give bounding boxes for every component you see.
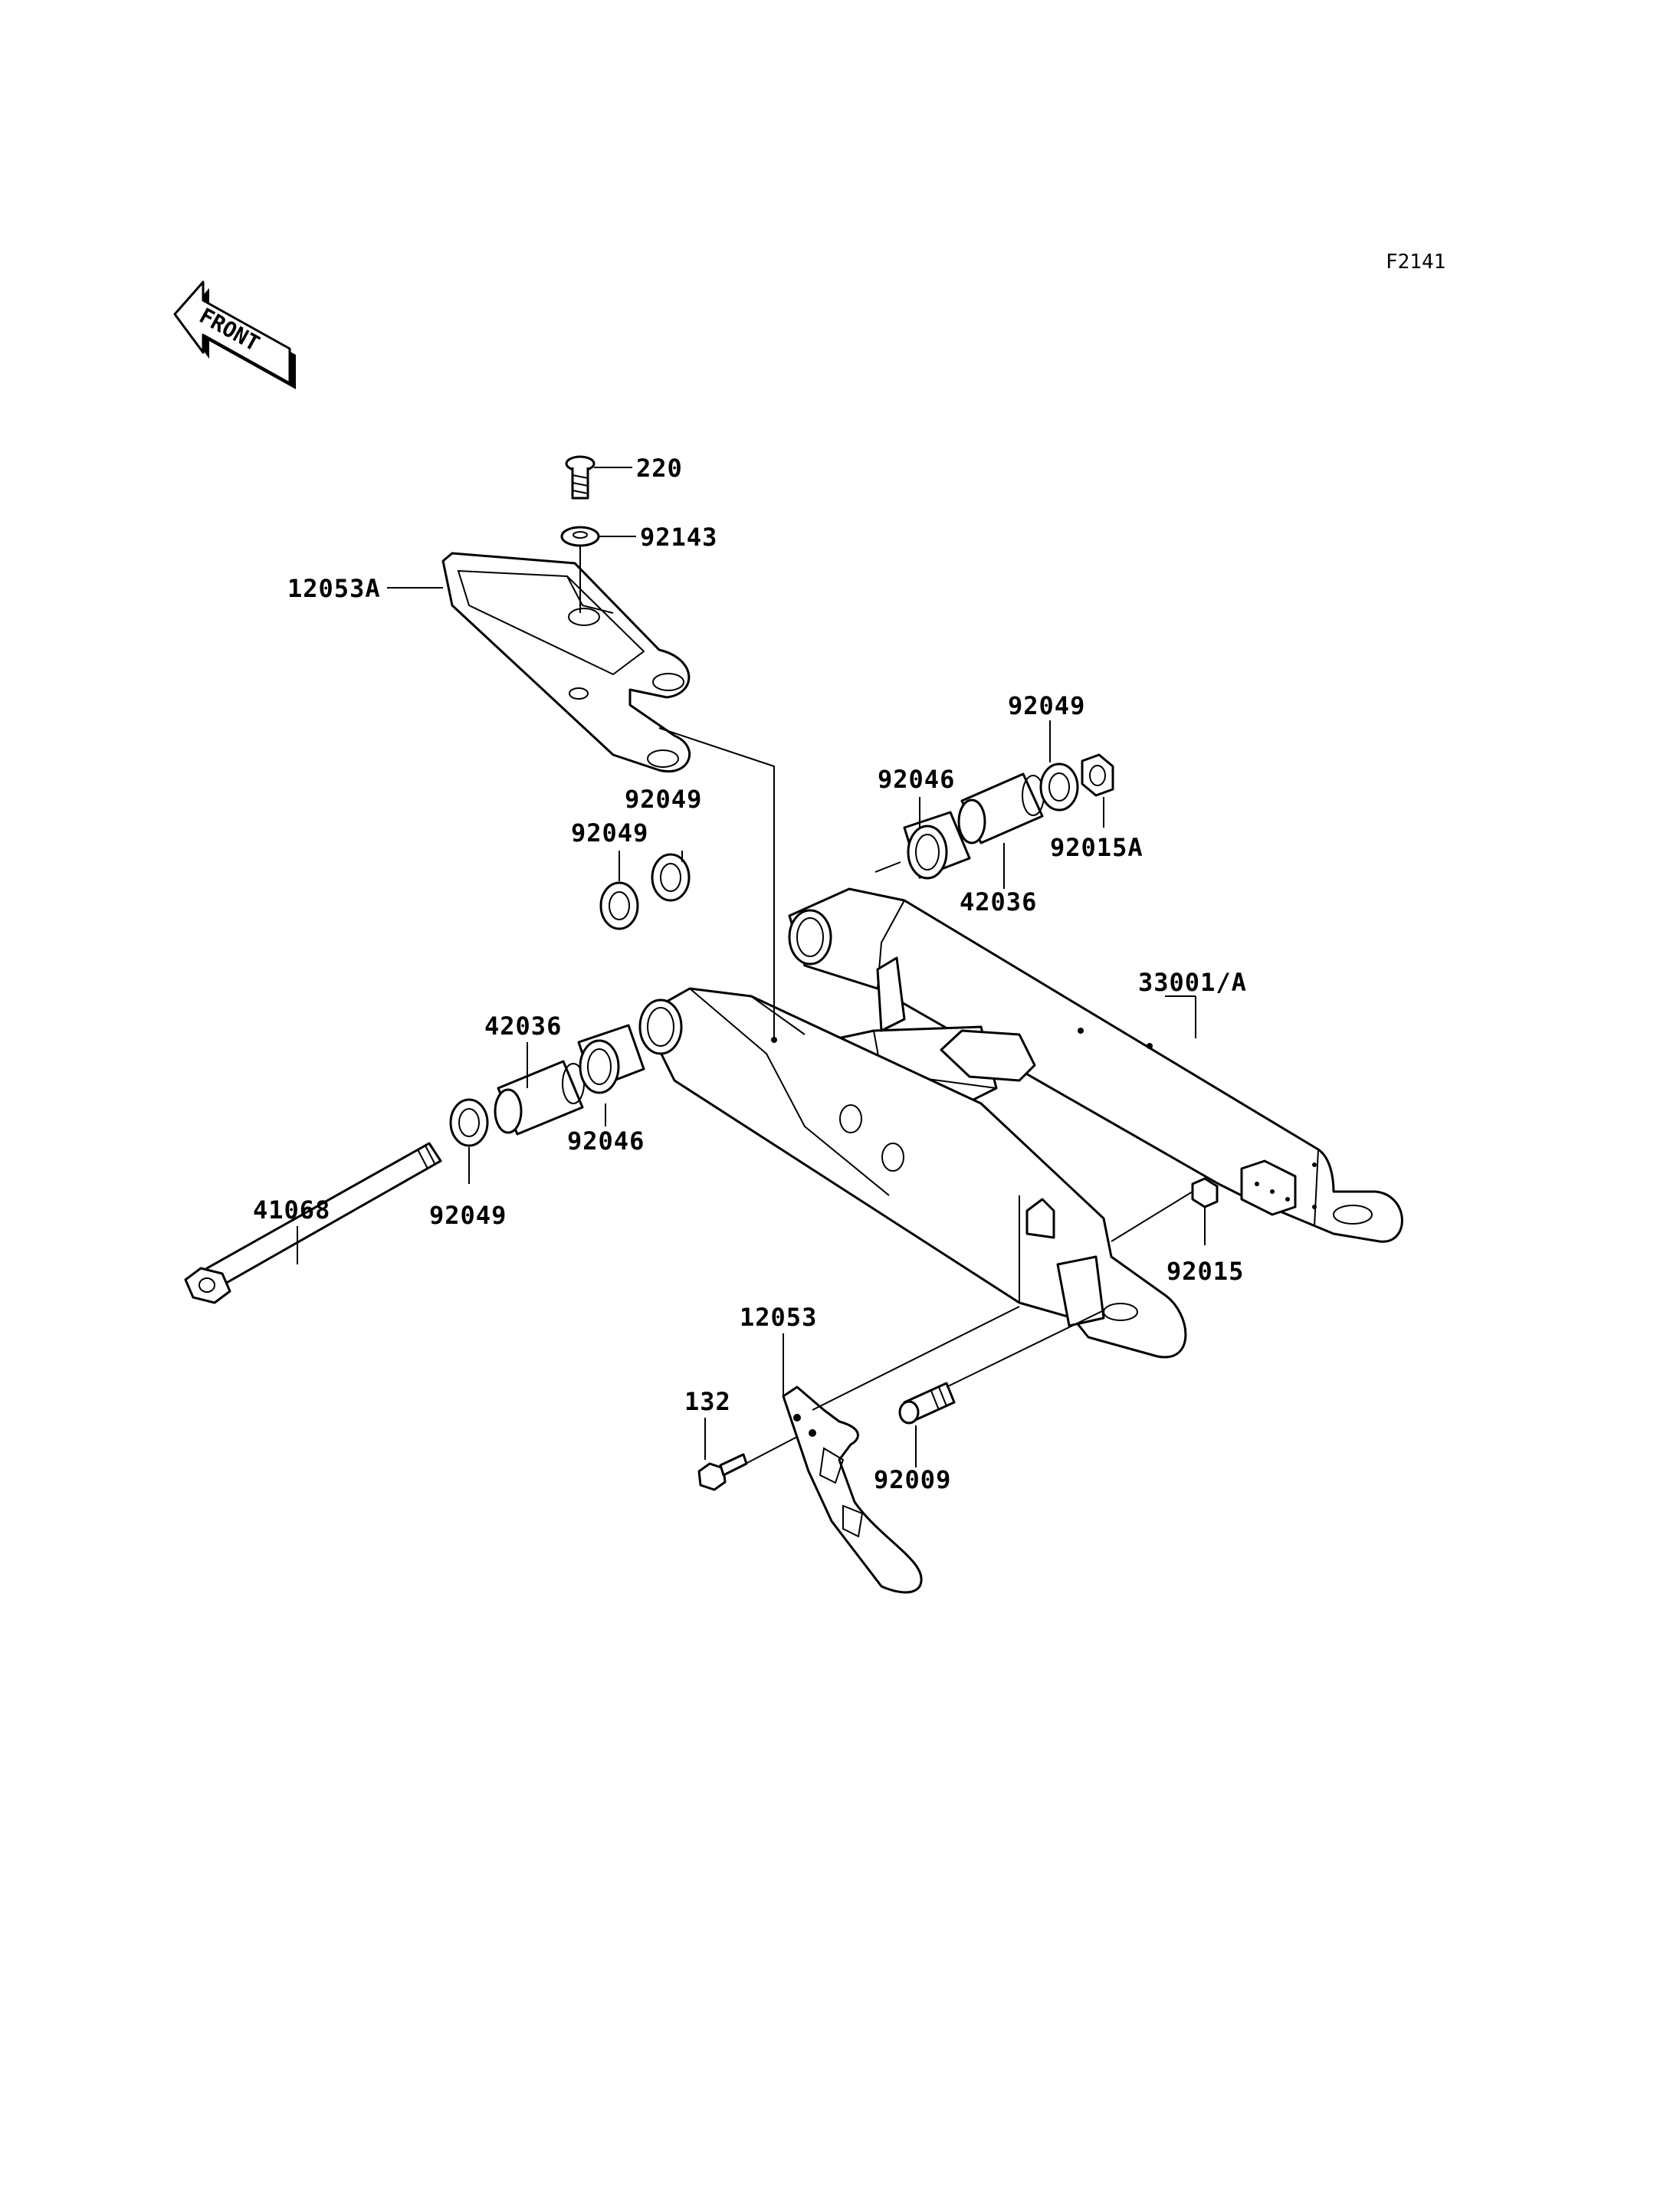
label-92046-left: 92046 [567,1126,645,1156]
label-42036-right: 42036 [960,887,1037,917]
label-12053A: 12053A [287,574,381,603]
seal-92049-mid-lower [599,881,639,930]
label-92015A: 92015A [1050,833,1144,862]
label-33001A: 33001/A [1138,968,1247,997]
label-12053: 12053 [740,1303,817,1332]
label-220: 220 [636,454,683,483]
label-92049-top-right: 92049 [1008,691,1085,720]
screw-220 [565,455,596,500]
label-92015: 92015 [1166,1257,1244,1286]
bolt-132 [697,1453,748,1491]
seal-92049-right [1039,762,1079,812]
seal-92049-bottom [449,1098,489,1147]
label-92049-bottom: 92049 [429,1201,507,1230]
swing-arm [638,887,1403,1359]
chain-slider-lower [782,1385,923,1594]
label-92046-right: 92046 [878,765,955,794]
front-arrow-icon: FRONT [173,280,296,389]
bearing-92046-right [903,811,971,880]
collar-42036-left [494,1060,585,1136]
label-42036-left: 42036 [484,1012,562,1041]
label-92143: 92143 [640,523,717,552]
washer-92143 [560,526,600,547]
label-92009: 92009 [874,1465,951,1494]
label-41068: 41068 [253,1195,330,1225]
label-132: 132 [684,1387,731,1416]
seal-92049-mid-upper [651,853,691,902]
leader-lines [297,467,1206,1474]
label-92049-mid-upper: 92049 [625,785,702,814]
chain-guide-upper [441,552,691,773]
label-92049-mid-lower: 92049 [571,818,648,848]
nut-92015 [1191,1177,1219,1208]
nut-92015A [1081,753,1114,797]
bolt-92009 [898,1382,956,1425]
figure-code: F2141 [1386,251,1445,274]
pivot-shaft-41068 [184,1142,442,1304]
bearing-92046-left [577,1024,645,1094]
collar-42036-right [957,772,1045,844]
